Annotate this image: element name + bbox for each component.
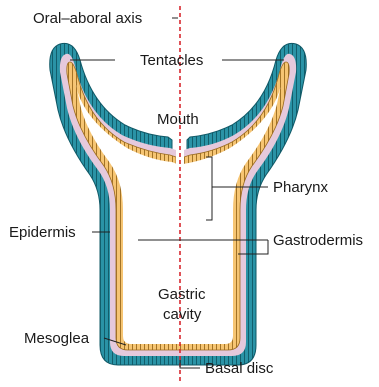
label-oral-aboral-axis: Oral–aboral axis (33, 11, 142, 26)
label-gastric-cavity-line2: cavity (163, 307, 201, 322)
label-basal-disc: Basal disc (205, 361, 273, 376)
label-gastrodermis: Gastrodermis (273, 233, 363, 248)
label-tentacles: Tentacles (140, 53, 203, 68)
label-mouth: Mouth (157, 112, 199, 127)
label-mesoglea: Mesoglea (24, 331, 89, 346)
label-pharynx: Pharynx (273, 180, 328, 195)
label-epidermis: Epidermis (9, 225, 76, 240)
label-gastric-cavity-line1: Gastric (158, 287, 206, 302)
